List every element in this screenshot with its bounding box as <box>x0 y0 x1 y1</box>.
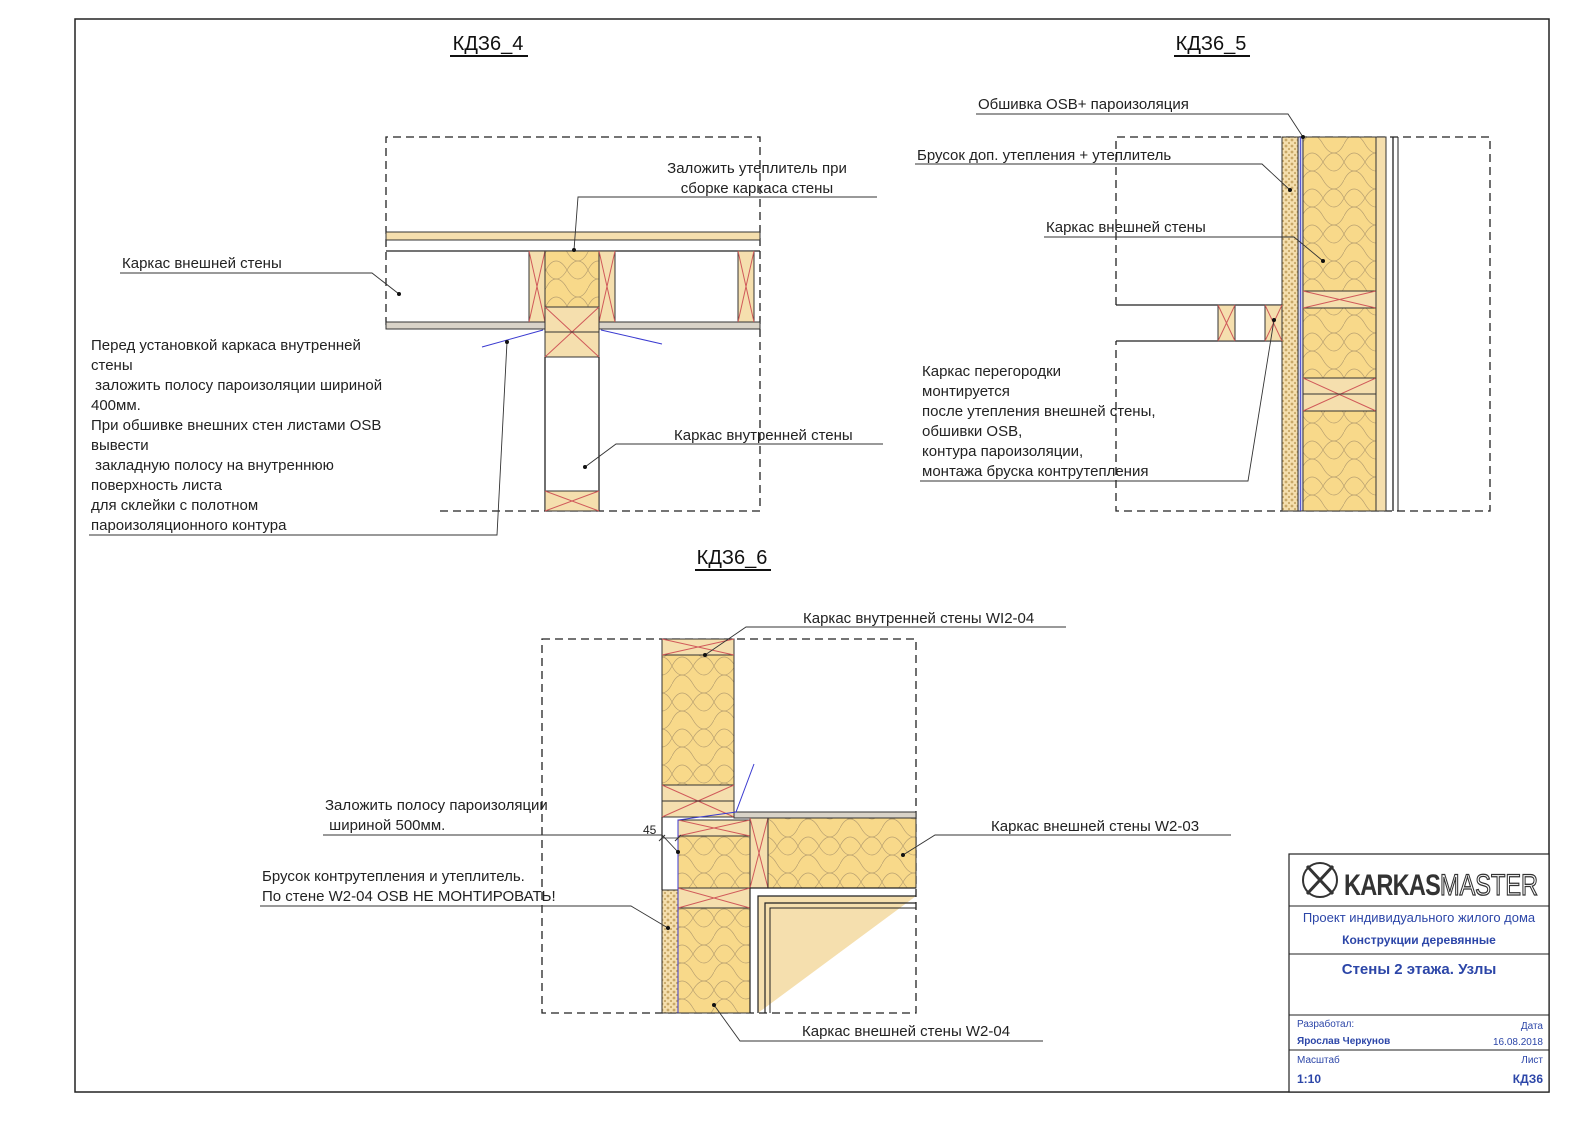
stamp-scale-label: Масштаб <box>1297 1054 1340 1066</box>
svg-text:монтажа бруска контрутепления: монтажа бруска контрутепления <box>922 463 1148 480</box>
stamp-sheet-value: КДЗ6 <box>1513 1072 1544 1086</box>
node-4-insulation <box>544 250 600 308</box>
node-6-strip-label-2: шириной 500мм. <box>325 817 445 834</box>
node-5-insulation <box>1302 136 1377 512</box>
svg-text:для склейки с полотном: для склейки с полотном <box>91 497 258 514</box>
node-6-inner-wall-label: Каркас внутренней стены WI2-04 <box>803 610 1034 627</box>
svg-text:контура пароизоляции,: контура пароизоляции, <box>922 443 1083 460</box>
node-5-bar-label: Брусок доп. утепления + утеплитель <box>917 147 1171 164</box>
node-6: КДЗ6_6 <box>260 547 1231 1042</box>
node-5-stud-1 <box>1302 290 1377 309</box>
svg-text:закладную полосу на внутреннюю: закладную полосу на внутреннюю <box>91 457 334 474</box>
svg-text:Перед установкой каркаса внутр: Перед установкой каркаса внутренней <box>91 337 361 354</box>
node-5-frame <box>1115 136 1491 512</box>
node-4: КДЗ6_4 <box>89 33 883 536</box>
node-6-title: КДЗ6_6 <box>697 547 768 569</box>
node-4-insul-note-1: Заложить утеплитель при <box>667 160 847 177</box>
node-6-outer-board <box>749 887 916 1013</box>
stamp-scale-value: 1:10 <box>1297 1072 1321 1086</box>
node-6-w204-insulation <box>677 835 751 1014</box>
svg-text:стены: стены <box>91 357 133 374</box>
node-6-w203-stud <box>749 817 769 889</box>
logo-text-karkas: KARKAS <box>1344 869 1440 902</box>
node-6-vapor-strip <box>677 763 755 1013</box>
node-5: КДЗ6_5 <box>915 33 1491 512</box>
node-6-w204-label: Каркас внешней стены W2-04 <box>802 1023 1010 1040</box>
title-block: KARKAS MASTER Проект индивидуального жил… <box>1288 853 1550 1093</box>
stamp-project: Проект индивидуального жилого дома <box>1303 910 1536 925</box>
svg-text:Каркас перегородки: Каркас перегородки <box>922 363 1061 380</box>
node-4-outer-wall-label: Каркас внешней стены <box>122 255 282 272</box>
node-6-counter-insulation <box>661 889 679 1014</box>
sheet-frame <box>74 18 1550 1093</box>
svg-text:При обшивке внешних стен листа: При обшивке внешних стен листами OSB <box>91 417 381 434</box>
stamp-sheet-label: Лист <box>1521 1055 1543 1066</box>
logo-text-master: MASTER <box>1440 869 1538 902</box>
node-6-strip-label-1: Заложить полосу пароизоляции <box>325 797 548 814</box>
logo-hammers-icon <box>1302 862 1338 898</box>
node-4-leader-insul <box>573 196 877 251</box>
svg-text:400мм.: 400мм. <box>91 397 141 414</box>
svg-text:заложить полосу пароизоляции ш: заложить полосу пароизоляции шириной <box>91 377 382 394</box>
node-4-stud-right <box>598 250 616 323</box>
svg-text:поверхность листа: поверхность листа <box>91 477 223 494</box>
node-4-top-plate <box>544 306 600 358</box>
stamp-date-value: 16.08.2018 <box>1493 1037 1543 1048</box>
node-5-osb-label: Обшивка OSB+ пароизоляция <box>978 96 1189 113</box>
node-5-stud-2 <box>1302 377 1377 412</box>
stamp-section: Конструкции деревянные <box>1342 933 1496 947</box>
stamp-dev-name: Ярослав Черкунов <box>1297 1036 1390 1047</box>
node-6-dim-45: 45 <box>643 823 657 837</box>
node-6-inner-wall-top-plate <box>661 638 735 656</box>
svg-text:после утепления внешней стены,: после утепления внешней стены, <box>922 403 1156 420</box>
svg-text:вывести: вывести <box>91 437 149 454</box>
node-6-w203-label: Каркас внешней стены W2-03 <box>991 818 1199 835</box>
node-6-inner-wall-bottom-plate <box>661 784 735 818</box>
node-5-outer-wall-label: Каркас внешней стены <box>1046 219 1206 236</box>
node-4-stud-left <box>528 250 546 323</box>
stamp-sheet-title: Стены 2 этажа. Узлы <box>1342 961 1497 978</box>
stamp-dev-label: Разработал: <box>1297 1018 1354 1030</box>
node-6-w204-stud <box>677 887 751 909</box>
svg-text:пароизоляционного контура: пароизоляционного контура <box>91 517 287 534</box>
node-5-title: КДЗ6_5 <box>1176 33 1247 55</box>
node-6-w203-insulation <box>767 817 917 889</box>
node-4-osb-top <box>385 231 761 241</box>
svg-text:монтируется: монтируется <box>922 383 1010 400</box>
stamp-date-label: Дата <box>1521 1021 1544 1032</box>
node-4-title: КДЗ6_4 <box>453 33 524 55</box>
node-6-bar-label-1: Брусок контрутепления и утеплитель. <box>262 868 525 885</box>
node-4-insul-note-2: сборке каркаса стены <box>681 180 833 197</box>
node-5-note: Каркас перегородки монтируется после уте… <box>922 363 1156 480</box>
node-5-counter-insulation <box>1281 136 1299 512</box>
node-6-w204-plate <box>677 819 751 837</box>
svg-text:обшивки OSB,: обшивки OSB, <box>922 423 1022 440</box>
node-4-vapor-strip <box>481 329 544 348</box>
node-5-outer-board <box>1375 136 1387 512</box>
node-4-bottom-plate <box>544 490 600 512</box>
node-4-stud-far <box>737 250 755 323</box>
node-6-inner-wall-insulation <box>661 654 735 786</box>
node-5-partition-stud-1 <box>1217 304 1236 342</box>
node-4-note: Перед установкой каркаса внутренней стен… <box>91 337 382 534</box>
node-6-bar-label-2: По стене W2-04 OSB НЕ МОНТИРОВАТЬ! <box>262 888 556 905</box>
node-6-w203-osb <box>733 811 917 819</box>
node-4-inner-wall-label: Каркас внутренней стены <box>674 427 853 444</box>
